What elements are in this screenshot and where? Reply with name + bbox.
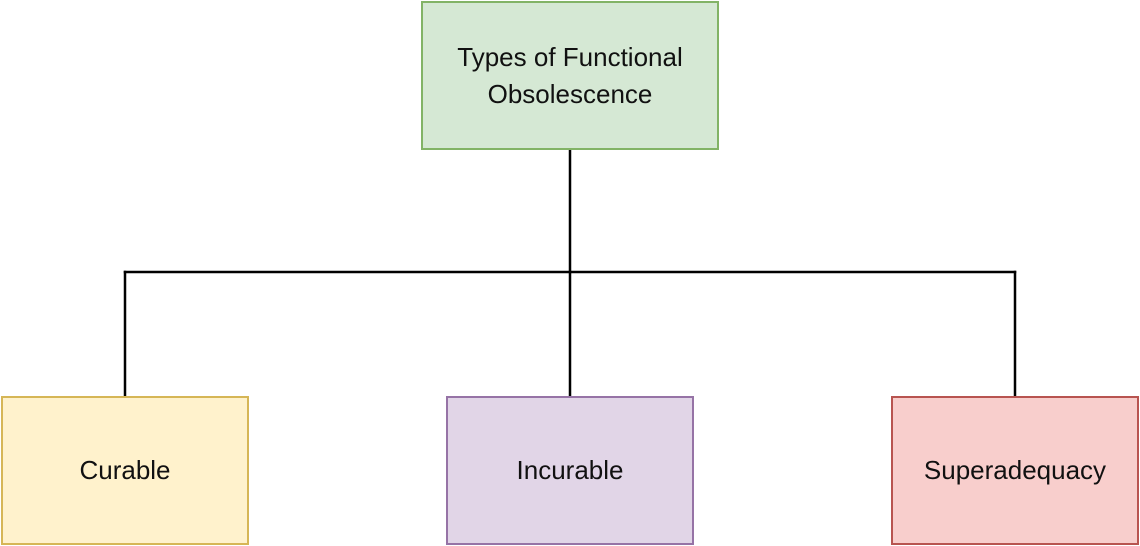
superadequacy-node-label: Superadequacy: [923, 455, 1107, 485]
root-node-label: Types of Functional Obsolescence: [457, 41, 683, 109]
incurable-node-label: Incurable: [516, 455, 624, 485]
superadequacy-node: Superadequacy: [891, 396, 1139, 545]
curable-node-label: Curable: [79, 455, 171, 485]
incurable-node: Incurable: [446, 396, 694, 545]
curable-node: Curable: [1, 396, 249, 545]
root-node: Types of Functional Obsolescence: [421, 1, 719, 150]
